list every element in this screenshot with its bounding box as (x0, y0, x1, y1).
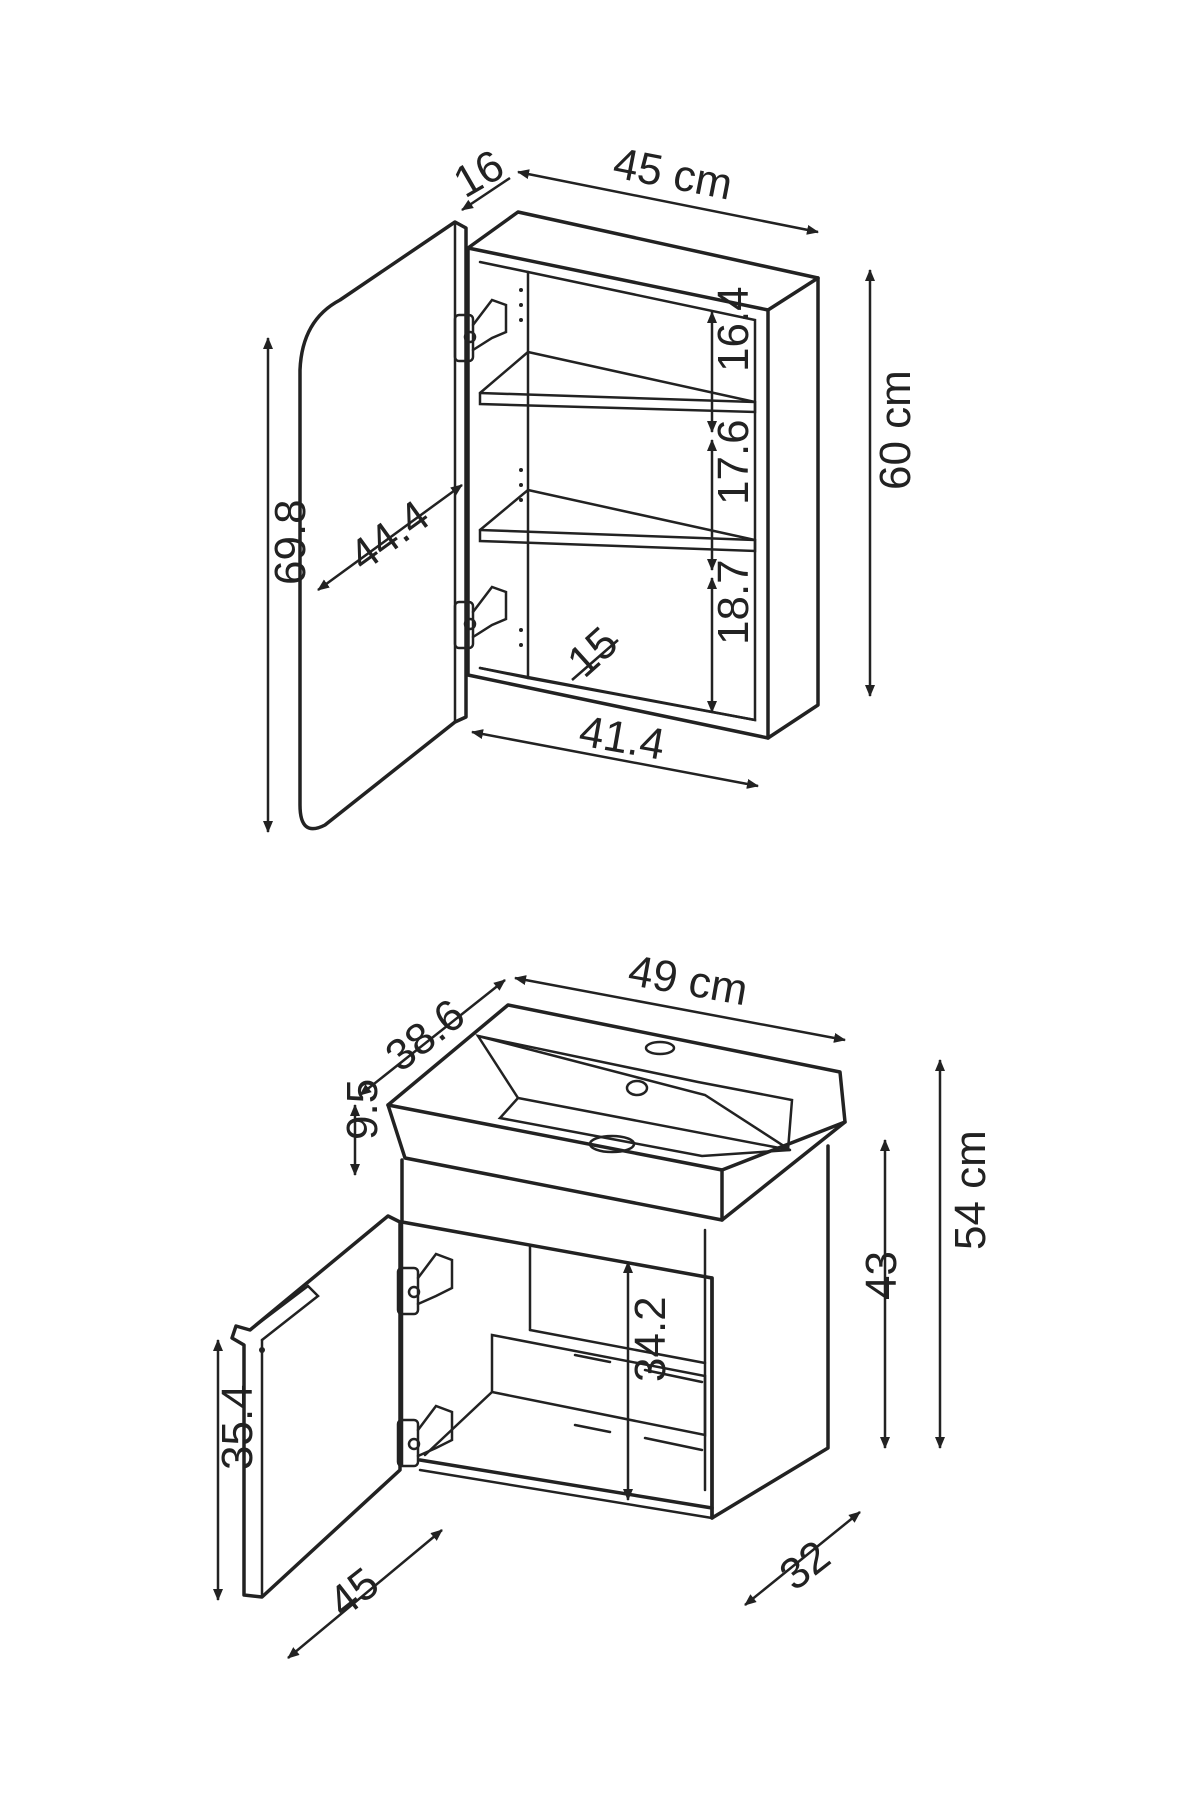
vanity-unit: 38.6 49 cm 9.5 54 cm 43 34.2 35.4 45 32 (213, 946, 995, 1659)
dim-basin-depth: 38.6 (376, 990, 474, 1081)
tap-hole-icon (644, 1040, 676, 1056)
dim-basin-height: 9.5 (338, 1079, 387, 1140)
dim-door-width: 45 (319, 1558, 388, 1627)
hinge-icon (396, 1404, 454, 1468)
dim-cabinet-depth: 16 (445, 141, 512, 208)
vanity-body (400, 1144, 830, 1520)
hinge-icon (453, 585, 508, 650)
dim-body-depth: 32 (771, 1531, 840, 1600)
dim-inner-width: 41.4 (576, 707, 669, 770)
basin (386, 1003, 847, 1222)
overflow-icon (625, 1079, 649, 1097)
shelf-peg-holes (519, 288, 523, 647)
dim-shelf-middle: 17.6 (709, 419, 758, 505)
dim-shelf-top: 16.4 (709, 286, 758, 372)
dim-shelf-depth: 15 (558, 618, 627, 687)
dim-body-height: 43 (857, 1251, 906, 1300)
hinge-icon (453, 298, 508, 363)
dim-basin-width: 49 cm (625, 946, 752, 1015)
hinge-icon (396, 1252, 454, 1316)
dim-cabinet-height: 60 cm (871, 370, 920, 490)
drain-icon (588, 1134, 636, 1154)
dim-door-height: 69.8 (266, 499, 315, 585)
dim-shelf-bottom: 18.7 (709, 559, 758, 645)
dim-door-height: 35.4 (213, 1384, 262, 1470)
shelf (478, 350, 757, 414)
dim-door-width: 44.4 (340, 491, 438, 581)
dim-cabinet-width: 45 cm (609, 139, 736, 210)
shelf (478, 488, 757, 553)
dim-inner-height: 34.2 (626, 1296, 675, 1382)
dim-total-height: 54 cm (946, 1130, 995, 1250)
cabinet-body (466, 210, 820, 740)
wall-cabinet: 16 45 cm 60 cm 69.8 44.4 16.4 17.6 18.7 … (263, 139, 920, 833)
